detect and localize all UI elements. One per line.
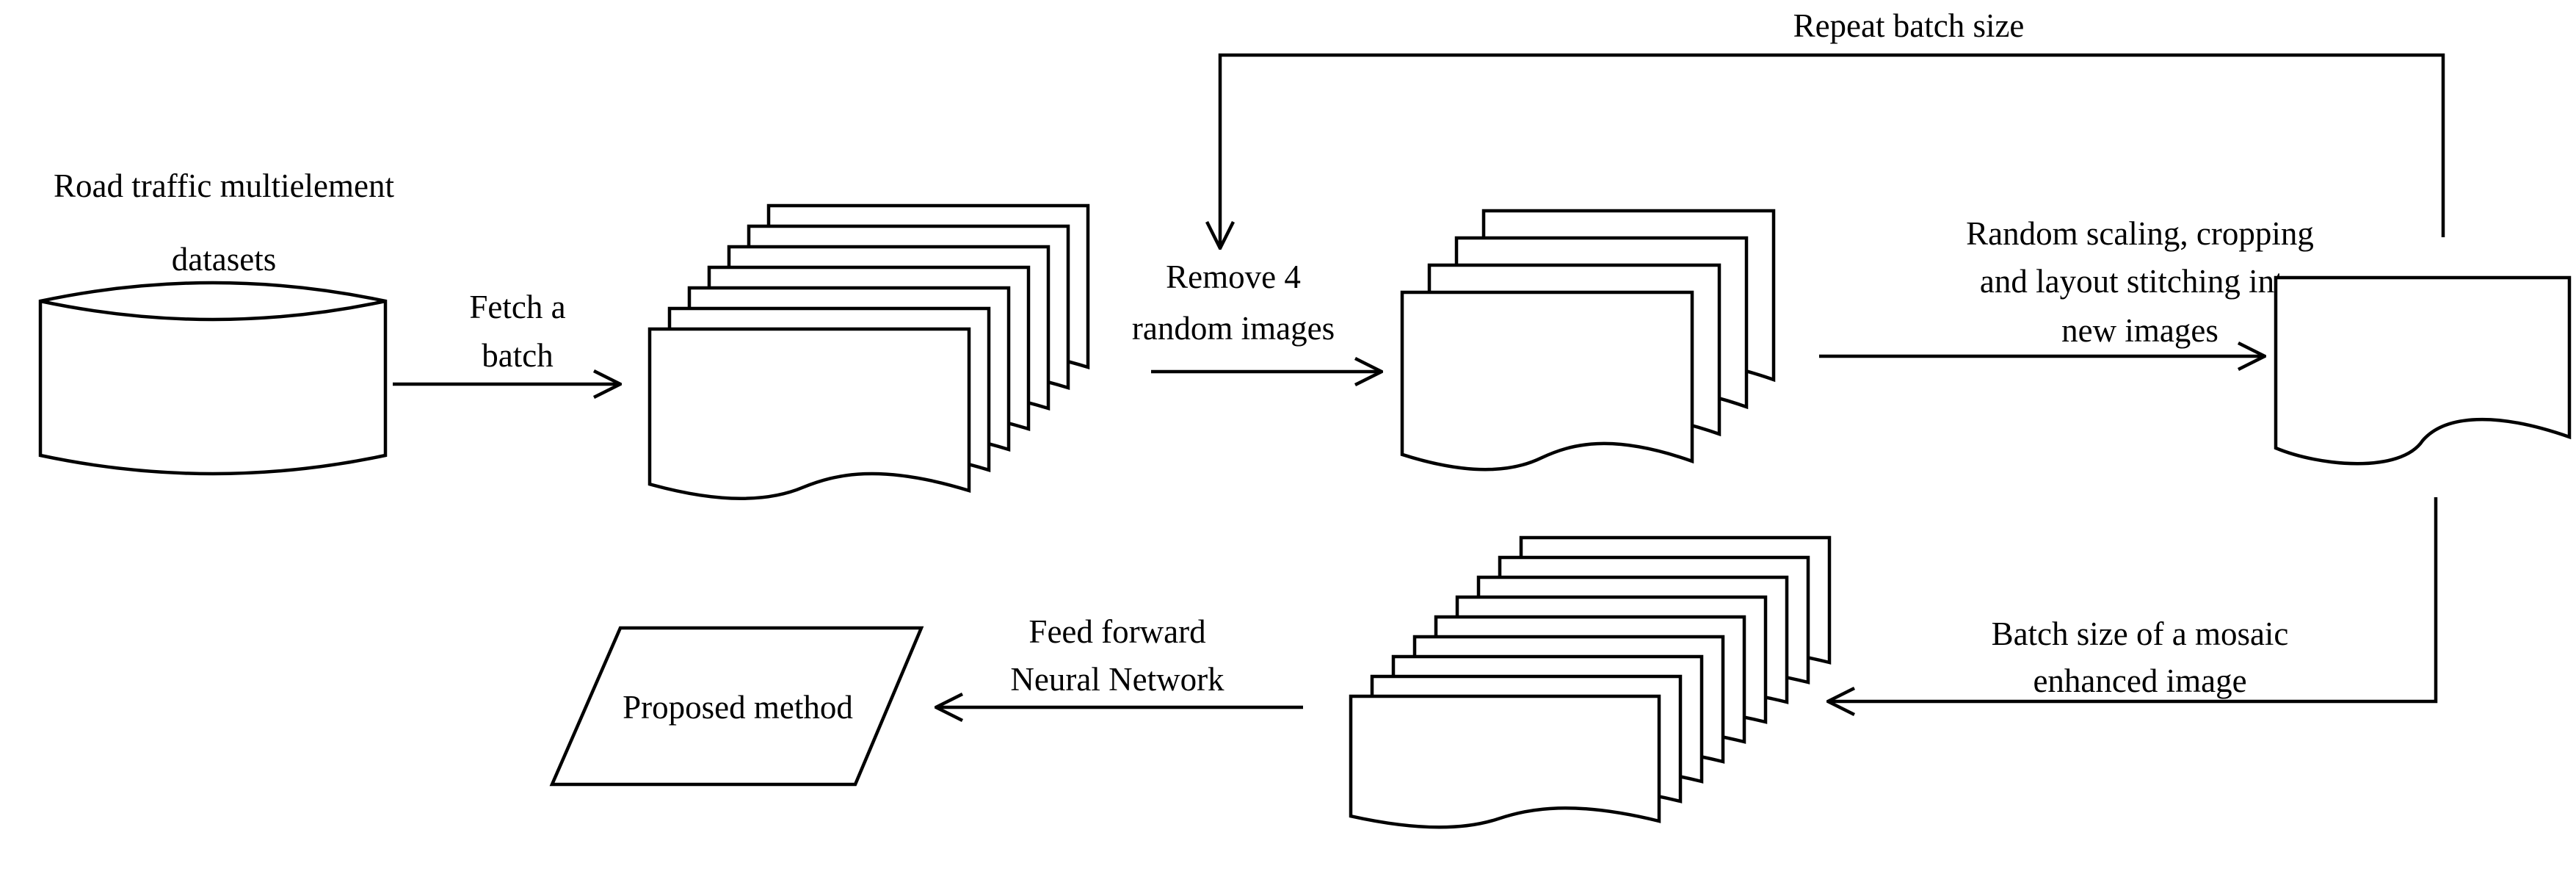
stitch-label-line1: Random scaling, cropping <box>1966 215 2314 252</box>
image-sheet-icon <box>1400 290 1694 472</box>
mosaic-image-stack <box>1349 535 1832 829</box>
remove-label-line2: random images <box>1132 310 1335 347</box>
fetch-label-line2: batch <box>482 337 553 374</box>
mosaic-return-arrow-icon <box>1828 497 2438 701</box>
proposed-method-label: Proposed method <box>623 689 853 726</box>
image-sheet-icon <box>647 327 971 501</box>
fetch-label-line1: Fetch a <box>469 289 565 325</box>
selected-image-stack <box>1400 209 1776 472</box>
stitch-label-line3: new images <box>2061 312 2218 349</box>
repeat-label: Repeat batch size <box>1793 7 2025 44</box>
dataset-label-line2: datasets <box>172 241 276 278</box>
proposed-method-parallelogram-icon <box>549 626 924 787</box>
dataset-database-icon <box>38 281 388 476</box>
mosaic-label-line1: Batch size of a mosaic <box>1992 615 2289 652</box>
feed-label-line1: Feed forward <box>1028 613 1205 650</box>
batch-image-stack <box>647 203 1090 501</box>
repeat-loop-arrow-icon <box>1220 53 2445 248</box>
dataset-label-line1: Road traffic multielement <box>54 167 395 204</box>
new-image-document-icon <box>2274 275 2572 466</box>
image-sheet-icon <box>1349 694 1661 829</box>
remove-label-line1: Remove 4 <box>1166 259 1301 295</box>
mosaic-label-line2: enhanced image <box>2033 662 2246 699</box>
stitch-label-line2: and layout stitching into <box>1980 263 2300 300</box>
feed-label-line2: Neural Network <box>1010 661 1224 698</box>
